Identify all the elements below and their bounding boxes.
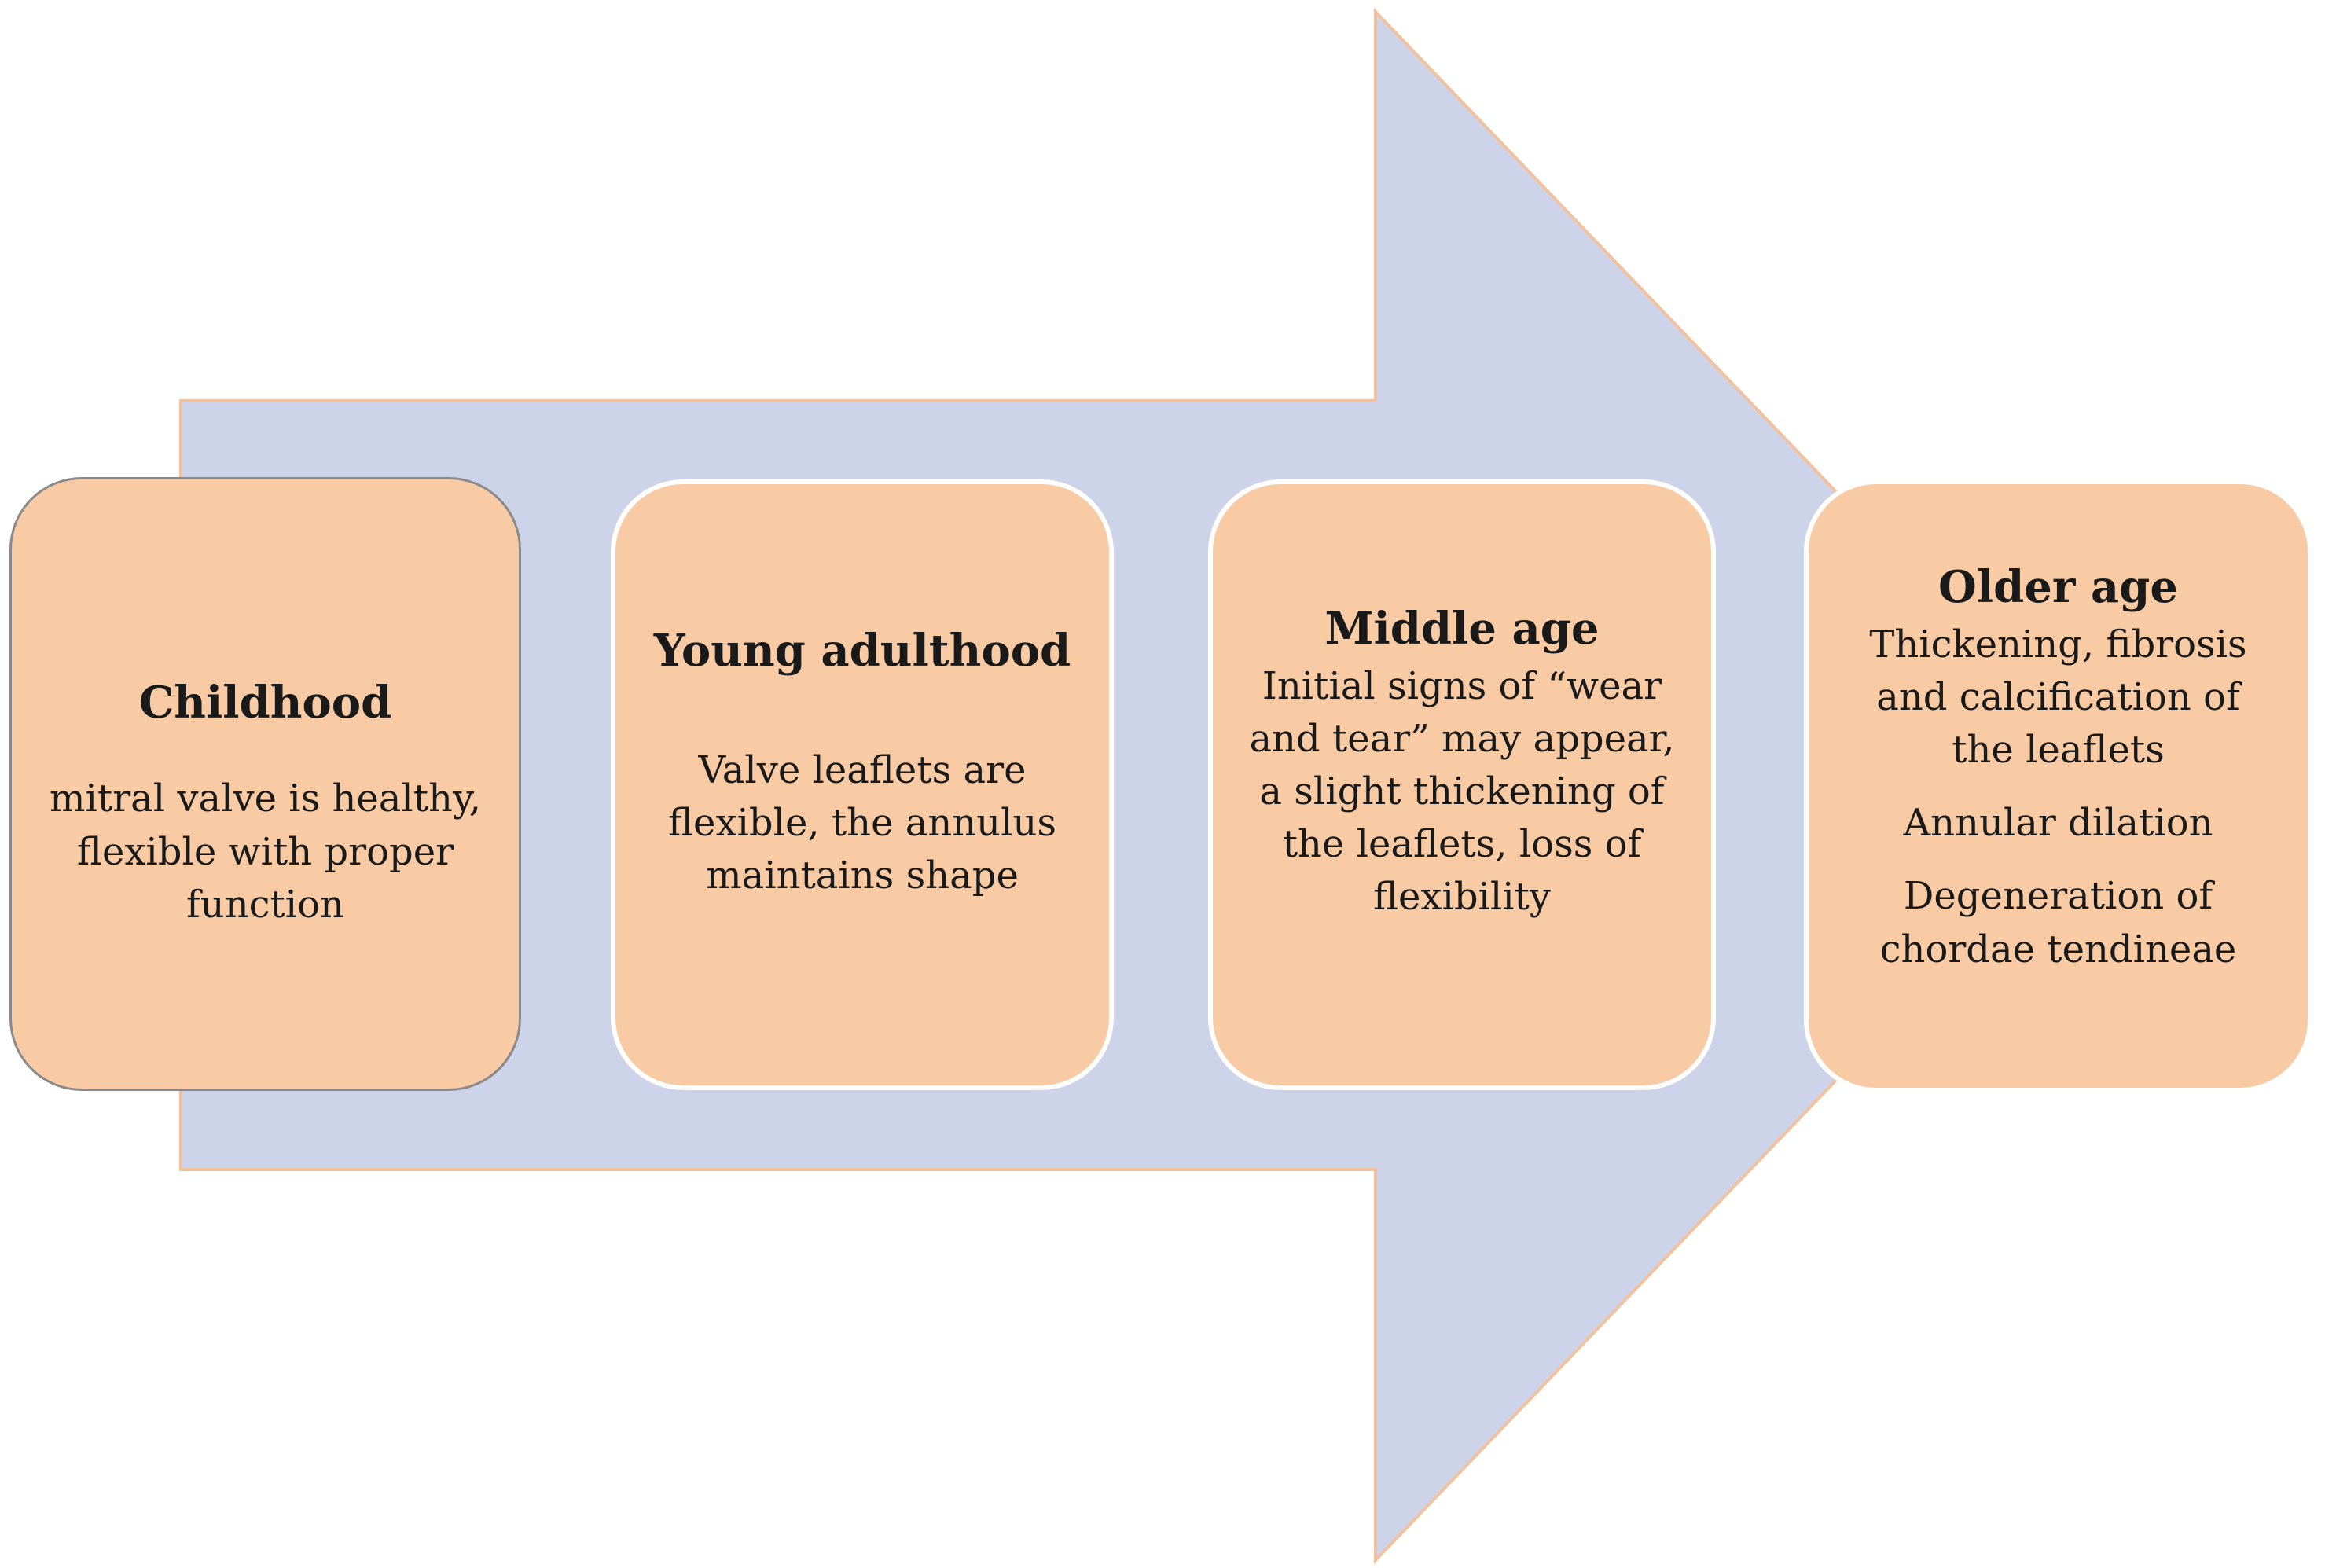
stage-title: Young adulthood — [653, 624, 1071, 677]
stage-box-young-adulthood: Young adulthood Valve leaflets are flexi… — [611, 479, 1114, 1090]
right-arrow-shape — [179, 8, 2121, 1564]
stage-description: Annular dilation — [1903, 801, 2213, 846]
stage-box-middle-age: Middle age Initial signs of “wear and te… — [1208, 479, 1716, 1090]
stage-description: Initial signs of “wear and tear” may app… — [1249, 663, 1675, 920]
stage-title: Middle age — [1324, 603, 1600, 655]
stage-description: Degeneration of chordae tendineae — [1879, 874, 2237, 971]
stage-box-older-age: Older age Thickening, fibrosis and calci… — [1804, 479, 2312, 1092]
stage-description: mitral valve is healthy, flexible with p… — [50, 777, 481, 927]
stage-description: Valve leaflets are flexible, the annulus… — [668, 747, 1056, 898]
stage-title: Childhood — [138, 677, 392, 729]
stage-title: Older age — [1938, 561, 2178, 614]
stage-description: Thickening, fibrosis and calcification o… — [1869, 622, 2247, 772]
stage-box-childhood: Childhood mitral valve is healthy, flexi… — [9, 477, 521, 1091]
